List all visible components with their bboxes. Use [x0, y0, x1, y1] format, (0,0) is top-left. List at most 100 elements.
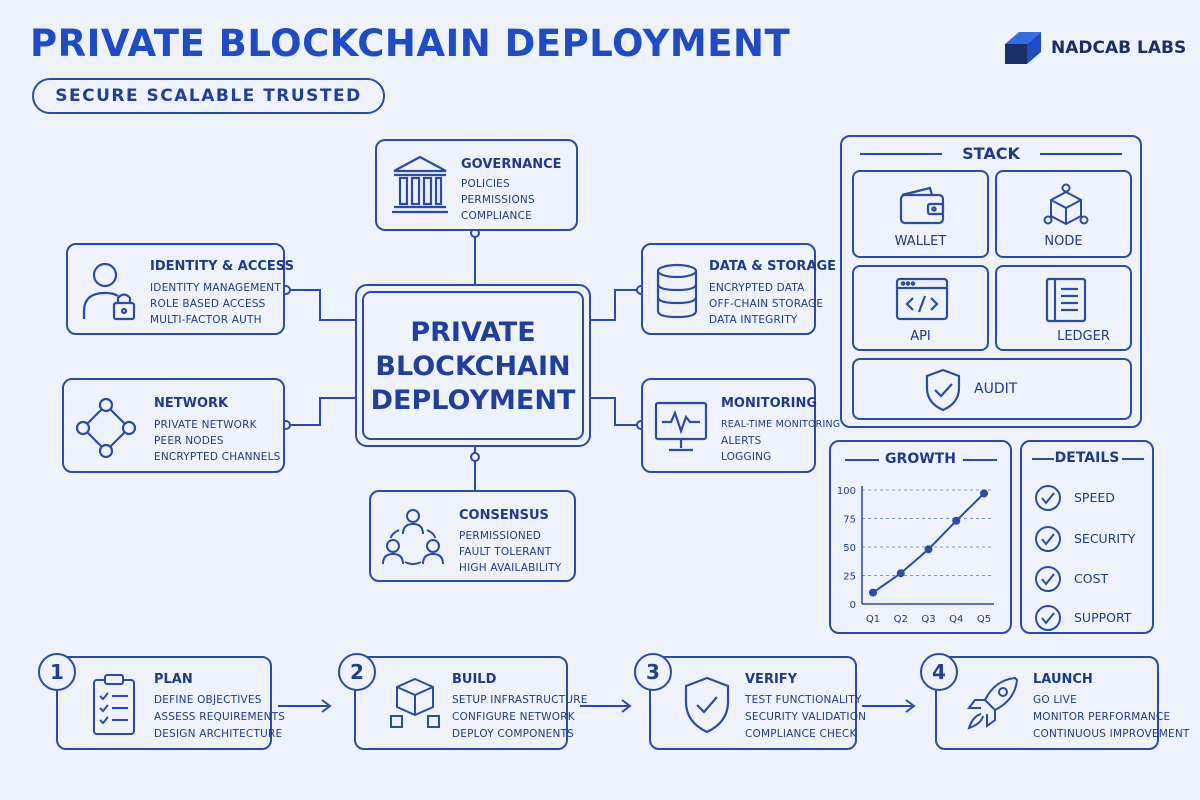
- x-tick-label: Q2: [894, 614, 908, 625]
- hub-line-1: PRIVATE: [410, 317, 536, 348]
- shield-check-icon: [925, 368, 961, 412]
- step-number-1: 1: [38, 653, 76, 691]
- network-item: PRIVATE NETWORK: [154, 419, 257, 431]
- check-circle-icon: [1035, 605, 1061, 631]
- growth-title: GROWTH: [885, 451, 956, 467]
- step-item: MONITOR PERFORMANCE: [1033, 711, 1171, 723]
- step-item: CONTINUOUS IMPROVEMENT: [1033, 728, 1190, 740]
- y-tick-label: 25: [843, 572, 856, 583]
- consensus-item: PERMISSIONED: [459, 530, 542, 542]
- identity-card: IDENTITY & ACCESS IDENTITY MANAGEMENT RO…: [66, 243, 294, 335]
- growth-data-point: [896, 569, 905, 578]
- rocket-icon: [967, 676, 1019, 730]
- brand-logo: NADCAB LABS: [1003, 30, 1186, 66]
- network-card: NETWORK PRIVATE NETWORK PEER NODES ENCRY…: [62, 378, 285, 473]
- growth-data-point: [924, 545, 933, 554]
- details-panel: DETAILS SPEED SECURITY COST SUPPORT: [1020, 440, 1154, 634]
- hub-line-3: DEPLOYMENT: [370, 385, 576, 416]
- step-title: VERIFY: [745, 672, 798, 687]
- governance-item: PERMISSIONS: [461, 194, 535, 206]
- identity-item: ROLE BASED ACCESS: [150, 298, 266, 310]
- api-label: API: [910, 329, 931, 344]
- details-title: DETAILS: [1054, 450, 1120, 466]
- monitoring-item: LOGGING: [721, 451, 772, 463]
- check-circle-icon: [1035, 485, 1061, 511]
- check-circle-icon: [1035, 566, 1061, 592]
- consensus-item: FAULT TOLERANT: [459, 546, 552, 558]
- database-icon: [656, 263, 698, 319]
- cube-node-icon: [1043, 183, 1089, 226]
- governance-item: COMPLIANCE: [461, 210, 532, 222]
- step-item: COMPLIANCE CHECK: [745, 728, 857, 740]
- identity-item: IDENTITY MANAGEMENT: [150, 282, 281, 294]
- storage-title: DATA & STORAGE: [709, 259, 837, 274]
- stack-tile-node: NODE: [995, 170, 1132, 258]
- identity-title: IDENTITY & ACCESS: [150, 259, 294, 274]
- monitoring-card: MONITORING REAL-TIME MONITORING ALERTS L…: [641, 378, 840, 473]
- detail-speed: SPEED: [1074, 490, 1115, 505]
- step-item: CONFIGURE NETWORK: [452, 711, 575, 723]
- stack-tile-wallet: WALLET: [852, 170, 989, 258]
- details-title-rule: [1032, 458, 1144, 460]
- growth-data-point: [980, 489, 988, 498]
- storage-item: ENCRYPTED DATA: [709, 282, 805, 294]
- growth-data-point: [952, 516, 961, 525]
- shield-check-icon: [684, 676, 730, 734]
- step-item: DESIGN ARCHITECTURE: [154, 728, 283, 740]
- storage-item: OFF-CHAIN STORAGE: [709, 298, 824, 310]
- consensus-item: HIGH AVAILABILITY: [459, 562, 562, 574]
- step-item: SECURITY VALIDATION: [745, 711, 867, 723]
- check-circle-icon: [1035, 526, 1061, 552]
- y-tick-label: 50: [843, 543, 856, 554]
- step-title: LAUNCH: [1033, 672, 1093, 687]
- step-item: TEST FUNCTIONALITY: [745, 694, 862, 706]
- x-tick-label: Q3: [921, 614, 935, 625]
- growth-data-point: [869, 588, 877, 597]
- step-title: PLAN: [154, 672, 193, 687]
- step-item: GO LIVE: [1033, 694, 1077, 706]
- center-hub: PRIVATE BLOCKCHAIN DEPLOYMENT: [355, 284, 591, 447]
- governance-item: POLICIES: [461, 178, 510, 190]
- step-plan-card: PLAN DEFINE OBJECTIVES ASSESS REQUIREMEN…: [56, 656, 285, 750]
- identity-item: MULTI-FACTOR AUTH: [150, 314, 262, 326]
- network-nodes-icon: [75, 397, 137, 459]
- page-title: PRIVATE BLOCKCHAIN DEPLOYMENT: [30, 22, 791, 65]
- stack-tile-audit: AUDIT: [852, 358, 1132, 420]
- blocks-icon: [390, 677, 440, 728]
- x-tick-label: Q4: [949, 614, 963, 625]
- user-lock-icon: [82, 262, 136, 321]
- storage-item: DATA INTEGRITY: [709, 314, 798, 326]
- brand-mark-icon: [1005, 32, 1041, 64]
- storage-card: DATA & STORAGE ENCRYPTED DATA OFF-CHAIN …: [641, 243, 836, 335]
- monitoring-title: MONITORING: [721, 396, 818, 411]
- monitoring-item: REAL-TIME MONITORING: [721, 419, 841, 430]
- detail-cost: COST: [1074, 571, 1109, 586]
- step-launch-card: LAUNCH GO LIVE MONITOR PERFORMANCE CONTI…: [935, 656, 1189, 750]
- step-item: DEPLOY COMPONENTS: [452, 728, 575, 740]
- team-consensus-icon: [382, 509, 444, 565]
- stack-title-rule: [860, 153, 1122, 155]
- step-verify-card: VERIFY TEST FUNCTIONALITY SECURITY VALID…: [649, 656, 866, 750]
- network-item: ENCRYPTED CHANNELS: [154, 451, 281, 463]
- y-tick-label: 75: [843, 515, 856, 526]
- monitoring-item: ALERTS: [721, 435, 762, 447]
- wallet-icon: [899, 186, 945, 225]
- step-number-3: 3: [634, 653, 672, 691]
- governance-title: GOVERNANCE: [461, 157, 562, 172]
- stack-tile-ledger: LEDGER: [995, 265, 1132, 351]
- brand-name: NADCAB LABS: [1051, 38, 1187, 58]
- wallet-label: WALLET: [894, 234, 947, 249]
- x-tick-label: Q1: [866, 614, 880, 625]
- clipboard-checklist-icon: [93, 674, 135, 735]
- ledger-label: LEDGER: [1057, 329, 1110, 344]
- y-tick-label: 100: [837, 486, 856, 497]
- stack-tile-api: API: [852, 265, 989, 351]
- hub-line-2: BLOCKCHAIN: [375, 351, 571, 382]
- subtitle-pill: SECURE SCALABLE TRUSTED: [32, 78, 385, 114]
- detail-security: SECURITY: [1074, 531, 1136, 546]
- network-title: NETWORK: [154, 396, 229, 411]
- step-number-2: 2: [338, 653, 376, 691]
